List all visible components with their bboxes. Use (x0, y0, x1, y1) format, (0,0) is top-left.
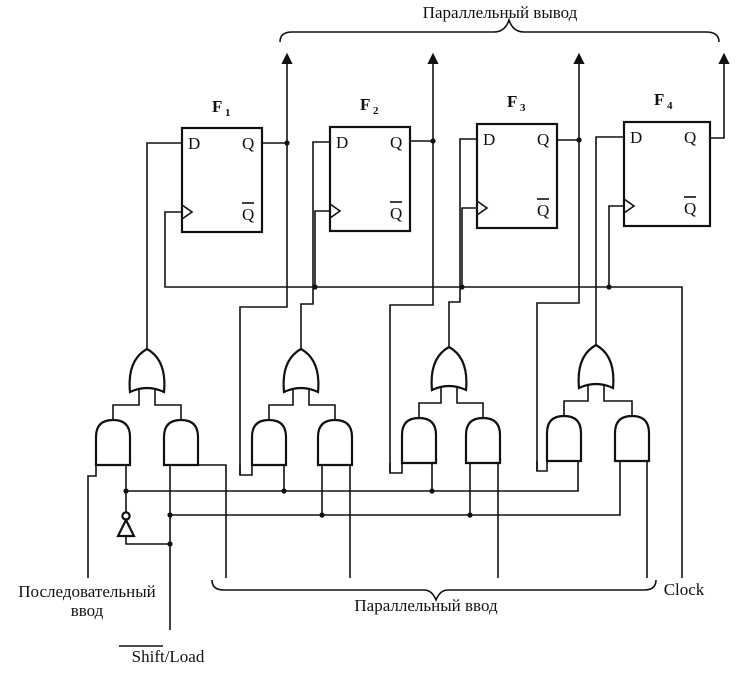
clock-label: Clock (664, 580, 705, 599)
flip-flop-2-index: 2 (373, 105, 379, 117)
ff4-qbar-pin: Q (684, 199, 696, 218)
ff4-d-pin: D (630, 128, 642, 147)
serial-input-label-line1: Последовательный (18, 582, 155, 601)
load-line (169, 462, 621, 516)
ff3-d-pin: D (483, 130, 495, 149)
or-gate-2 (282, 347, 320, 394)
parallel-output-label: Параллельный вывод (423, 3, 578, 22)
serial-input-line (87, 465, 97, 578)
parallel-input-brace (211, 579, 657, 603)
and-gate-3a (400, 416, 438, 465)
flip-flop-4-label: F (654, 90, 664, 109)
flip-flop-1-label: F (212, 97, 222, 116)
and-gate-4a (545, 414, 583, 463)
ff3-q-pin: Q (537, 130, 549, 149)
or-gate-1 (128, 347, 166, 394)
flip-flop-4-index: 4 (667, 100, 673, 112)
and-gate-1b (162, 418, 200, 467)
flip-flop-4: D Q Q (622, 120, 712, 228)
and-gate-3b (464, 416, 502, 465)
ff2-q-pin: Q (390, 133, 402, 152)
parallel-input-label: Параллельный ввод (354, 596, 498, 615)
ff2-d-pin: D (336, 133, 348, 152)
or-gate-4 (577, 343, 615, 390)
and-gate-2a (250, 418, 288, 467)
output-arrow-4 (710, 52, 730, 139)
flip-flop-3: D Q Q (475, 122, 559, 230)
flip-flop-1-index: 1 (225, 107, 231, 119)
flip-flop-2-label: F (360, 95, 370, 114)
and-gate-1a (94, 418, 132, 467)
clock-line (164, 211, 683, 578)
and-gate-4b (613, 414, 651, 463)
flip-flop-2: D Q Q (328, 125, 412, 233)
or-gate-3 (430, 345, 468, 392)
and-gate-2b (316, 418, 354, 467)
ff3-qbar-pin: Q (537, 201, 549, 220)
flip-flop-3-label: F (507, 92, 517, 111)
ff4-q-pin: Q (684, 128, 696, 147)
ff1-d-pin: D (188, 134, 200, 153)
ff1-q-pin: Q (242, 134, 254, 153)
flip-flop-3-index: 3 (520, 102, 526, 114)
shift-line (125, 462, 579, 492)
ff2-qbar-pin: Q (390, 204, 402, 223)
shift-load-label: Shift/Load (132, 647, 205, 666)
ff1-qbar-pin: Q (242, 205, 254, 224)
serial-input-label-line2: ввод (71, 601, 104, 620)
inverter (116, 511, 136, 538)
flip-flop-1: D Q Q (180, 126, 264, 234)
parallel-output-brace (279, 17, 720, 43)
